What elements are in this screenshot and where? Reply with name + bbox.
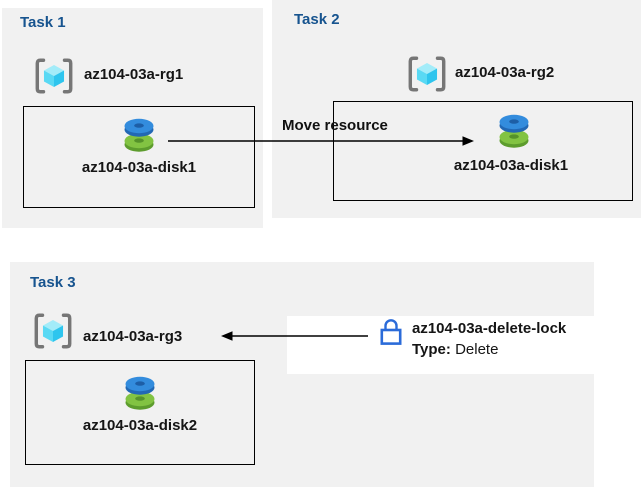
resource-group-icon — [406, 54, 448, 94]
task3-resource-box — [25, 360, 255, 465]
task3-resource-group-label: az104-03a-rg3 — [83, 328, 183, 345]
task1-panel: Task 1 — [2, 8, 263, 228]
task1-resource-box — [23, 106, 255, 208]
task3-resource-label: az104-03a-disk2 — [82, 417, 198, 434]
task2-resource-group-label: az104-03a-rg2 — [455, 64, 555, 81]
disk-icon — [120, 370, 160, 414]
disk-icon — [119, 112, 159, 156]
disk-icon — [494, 108, 534, 152]
delete-lock-type-label: Type: — [412, 341, 456, 358]
task2-resource-label: az104-03a-disk1 — [453, 157, 569, 174]
task3-panel: Task 3 — [10, 262, 594, 487]
delete-lock-type-value: Delete — [455, 341, 499, 358]
task2-title: Task 2 — [294, 11, 340, 28]
task1-title: Task 1 — [20, 14, 66, 31]
lock-icon — [376, 316, 406, 350]
delete-lock-callout — [287, 316, 625, 374]
delete-lock-type: Type: Delete — [412, 341, 498, 358]
resource-group-icon — [33, 56, 75, 96]
resource-group-icon — [32, 311, 74, 351]
task1-resource-label: az104-03a-disk1 — [81, 159, 197, 176]
task3-title: Task 3 — [30, 274, 76, 291]
delete-lock-name: az104-03a-delete-lock — [412, 320, 567, 337]
task2-resource-box — [333, 101, 633, 201]
move-resource-label: Move resource — [282, 117, 388, 134]
task1-resource-group-label: az104-03a-rg1 — [84, 66, 184, 83]
